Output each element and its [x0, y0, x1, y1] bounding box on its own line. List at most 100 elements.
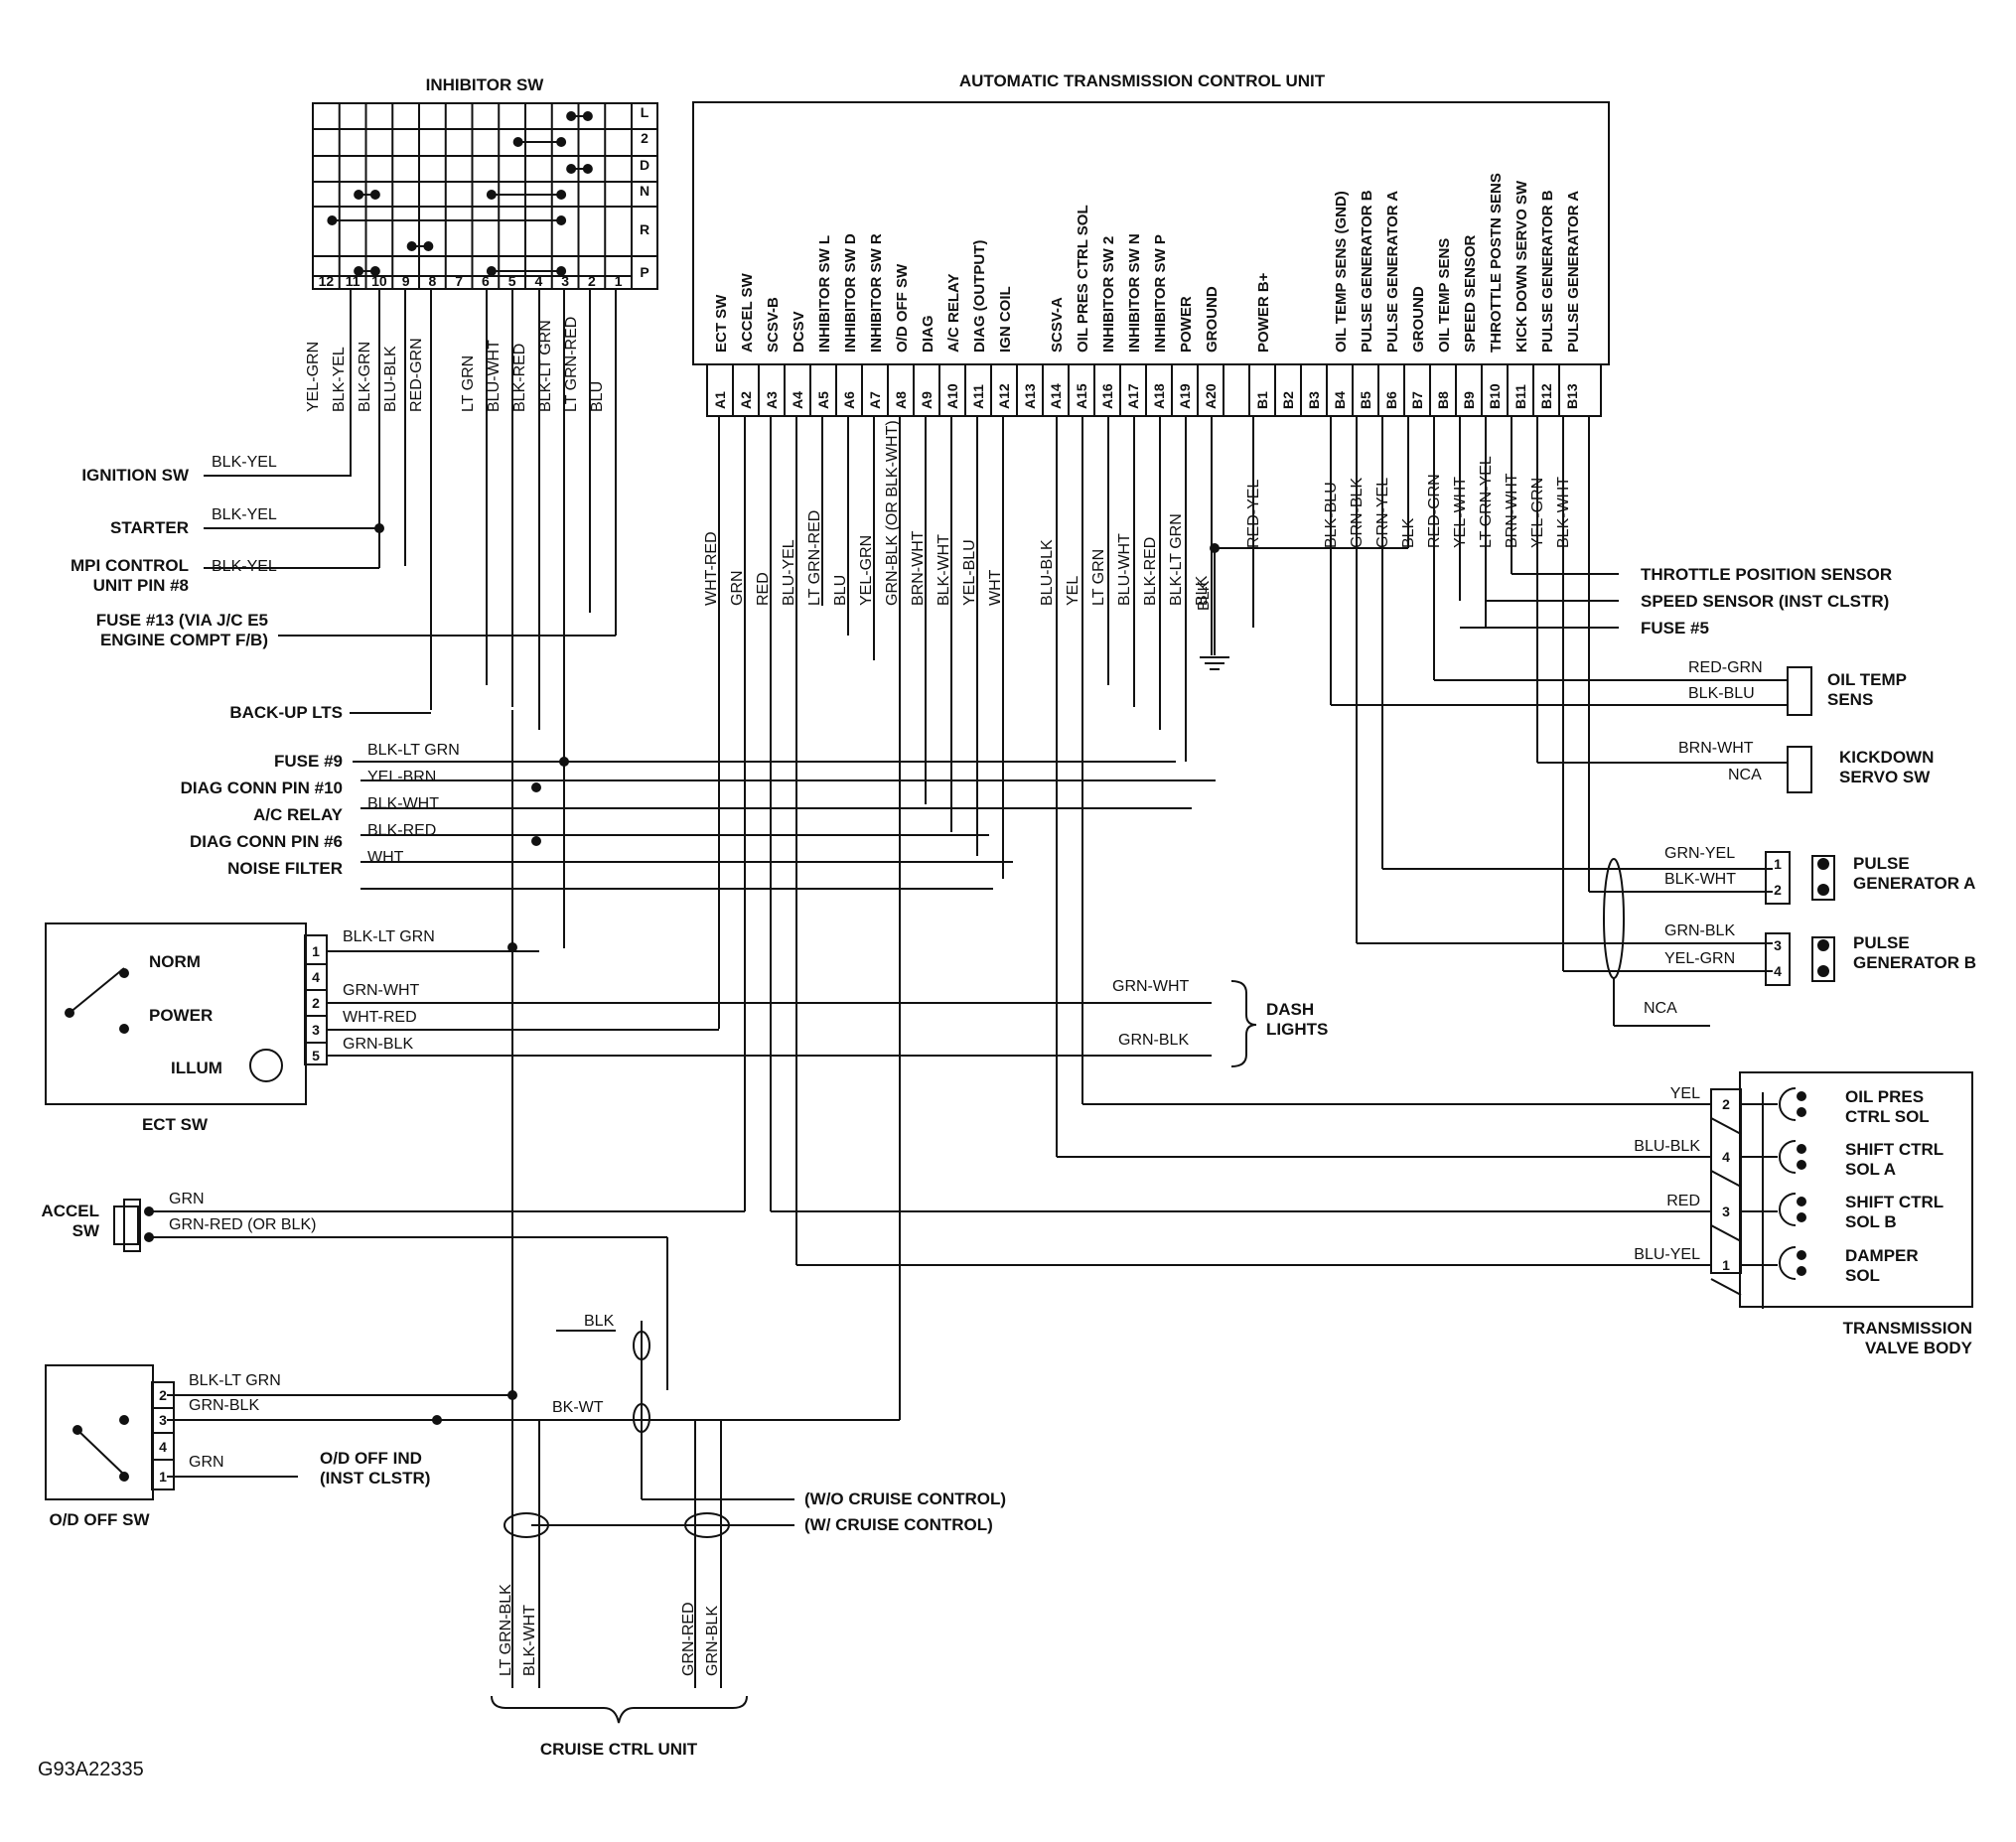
pulse-gen-pin: 4 — [1774, 963, 1782, 979]
od-pin: 1 — [159, 1469, 167, 1485]
ect-wire-3: WHT-RED — [343, 1009, 417, 1026]
od-pin: 4 — [159, 1439, 167, 1455]
tcu-func-a3: SCSV-B — [765, 297, 782, 353]
solenoid-label: SOL A — [1845, 1160, 1896, 1179]
tcu-b-functions: POWER B+OIL TEMP SENS (GND)PULSE GENERAT… — [1255, 173, 1582, 353]
pgb-wire-2: YEL-GRN — [1664, 950, 1735, 967]
solenoid-label: SHIFT CTRL — [1845, 1193, 1944, 1211]
ect-wire-1: BLK-LT GRN — [343, 928, 435, 945]
tcu-func-a6: INHIBITOR SW D — [842, 233, 859, 353]
tcu-pin-a9: A9 — [919, 391, 935, 409]
cruise-wire-4: GRN-BLK — [704, 1606, 721, 1676]
oiltemp-label-1: OIL TEMP — [1827, 670, 1907, 689]
dash-wire-a: GRN-WHT — [1112, 978, 1190, 995]
tcu-func-a20: GROUND — [1204, 286, 1221, 353]
tcu-func-b6: PULSE GENERATOR A — [1384, 191, 1401, 353]
solenoid-label: SHIFT CTRL — [1845, 1140, 1944, 1159]
tcu-func-a10: A/C RELAY — [945, 274, 962, 353]
inhibitor-wire: BLK-GRN — [357, 342, 373, 412]
mpi-label-2: UNIT PIN #8 — [93, 576, 189, 595]
accel-switch: ACCEL SW GRN GRN-RED (OR BLK) — [41, 1191, 316, 1240]
ect-wire-2: GRN-WHT — [343, 982, 420, 999]
kickdown-label-1: KICKDOWN — [1839, 748, 1934, 767]
od-wire-1: GRN — [189, 1454, 224, 1471]
tcu-func-a11: DIAG (OUTPUT) — [971, 240, 988, 353]
pg-nca: NCA — [1644, 1000, 1677, 1017]
tcu-pin-b1: B1 — [1254, 391, 1270, 409]
ect-illum: ILLUM — [171, 1059, 222, 1077]
cruise-with: (W/ CRUISE CONTROL) — [804, 1515, 993, 1534]
diag10-label: DIAG CONN PIN #10 — [181, 779, 343, 797]
cruise-without: (W/O CRUISE CONTROL) — [804, 1489, 1006, 1508]
inhibitor-position: D — [640, 157, 649, 173]
tcu-wire-a20: BLK — [1194, 575, 1211, 606]
tcu-func-b8: OIL TEMP SENS — [1436, 238, 1453, 353]
tcu-pin-a10: A10 — [944, 383, 960, 409]
inhibitor-pin: 1 — [615, 273, 623, 289]
pgb-wire-1: GRN-BLK — [1664, 922, 1735, 939]
accel-title-1: ACCEL — [41, 1202, 99, 1220]
tcu-func-a5: INHIBITOR SW L — [816, 235, 833, 353]
tcu-pin-b3: B3 — [1306, 391, 1322, 409]
tcu-pin-b6: B6 — [1383, 391, 1399, 409]
pgb-label-1: PULSE — [1853, 933, 1910, 952]
tps-label: THROTTLE POSITION SENSOR — [1641, 565, 1892, 584]
inhibitor-wire: BLK-RED — [511, 344, 528, 412]
inhibitor-wire: BLU-BLK — [382, 346, 399, 412]
pga-label-2: GENERATOR A — [1853, 874, 1975, 893]
tcu-wire-a4: BLU-YEL — [781, 539, 797, 606]
ect-wire-5: GRN-BLK — [343, 1036, 413, 1053]
tcu-pin-a19: A19 — [1177, 383, 1193, 409]
tcu-func-a14: SCSV-A — [1049, 297, 1066, 353]
inhibitor-pin: 8 — [428, 273, 436, 289]
tcu-wire-a14: BLU-BLK — [1039, 539, 1056, 606]
inhibitor-wire: LT GRN-RED — [563, 317, 580, 412]
tcu-pin-b5: B5 — [1358, 391, 1373, 409]
ect-title: ECT SW — [142, 1115, 209, 1134]
inhibitor-pin: 5 — [508, 273, 516, 289]
tcu-wire-a9: BRN-WHT — [910, 530, 927, 606]
valve-wire: RED — [1666, 1193, 1700, 1209]
solenoid-label: SOL B — [1845, 1212, 1897, 1231]
ect-pin: 4 — [312, 969, 320, 985]
tcu-func-a16: INHIBITOR SW 2 — [1100, 236, 1117, 353]
od-pin: 3 — [159, 1412, 167, 1428]
noise-filter-wire: WHT — [367, 849, 404, 866]
tcu-func-a18: INHIBITOR SW P — [1152, 234, 1169, 353]
valve-wire: YEL — [1670, 1085, 1700, 1102]
tcu-pin-a7: A7 — [867, 391, 883, 409]
mpi-label-1: MPI CONTROL — [71, 556, 189, 575]
inhibitor-wire: BLK-YEL — [331, 347, 348, 412]
solenoid-label: CTRL SOL — [1845, 1107, 1930, 1126]
ect-pin: 1 — [312, 943, 320, 959]
fuse13-label-1: FUSE #13 (VIA J/C E5 — [96, 611, 268, 630]
diag6-wire: BLK-RED — [367, 822, 436, 839]
tcu-pin-a1: A1 — [712, 391, 728, 409]
pga-label-1: PULSE — [1853, 854, 1910, 873]
tcu-wire-a16: LT GRN — [1090, 549, 1107, 606]
tcu-func-b7: GROUND — [1410, 286, 1427, 353]
od-ind-1: O/D OFF IND — [320, 1449, 422, 1468]
valve-title-1: TRANSMISSION — [1843, 1319, 1972, 1338]
oiltemp-label-2: SENS — [1827, 690, 1873, 709]
od-title: O/D OFF SW — [49, 1510, 150, 1529]
tcu-pin-a12: A12 — [996, 383, 1012, 409]
tcu-func-a9: DIAG — [920, 316, 936, 354]
starter-wire: BLK-YEL — [212, 506, 277, 523]
inhibitor-wire: LT GRN — [460, 355, 477, 412]
tcu-wire-a8: GRN-BLK (OR BLK-WHT) — [884, 420, 901, 606]
inhibitor-position: P — [640, 264, 648, 280]
diag6-label: DIAG CONN PIN #6 — [190, 832, 343, 851]
tcu-wire-a2: GRN — [729, 570, 746, 606]
od-blk: BLK — [584, 1313, 615, 1330]
ect-pin: 3 — [312, 1022, 320, 1038]
